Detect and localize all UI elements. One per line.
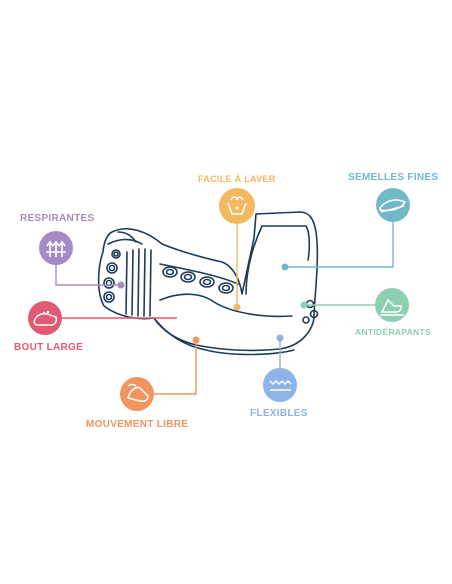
label-mouvement-libre: MOUVEMENT LIBRE — [86, 419, 189, 430]
connector-respirantes — [55, 264, 125, 289]
connector-flexibles — [276, 334, 284, 368]
free-movement-icon — [120, 377, 154, 411]
washing-hands-icon — [219, 188, 255, 224]
flexible-icon — [263, 368, 297, 402]
label-respirantes: RESPIRANTES — [20, 213, 95, 224]
label-antiderapants: ANTIDÉRAPANTS — [355, 327, 431, 337]
label-flexibles: FLEXIBLES — [250, 408, 308, 419]
label-semelles-fines: SEMELLES FINES — [348, 172, 439, 183]
connector-semelles-fines — [281, 222, 394, 271]
breathable-icon — [39, 231, 73, 265]
label-facile-a-laver: FACILE À LAVER — [198, 174, 276, 184]
connector-mouvement-libre — [154, 336, 200, 395]
connector-facile-a-laver — [233, 224, 241, 311]
wide-toe-icon — [28, 301, 62, 335]
non-slip-icon — [375, 288, 409, 322]
label-bout-large: BOUT LARGE — [14, 342, 84, 353]
shoe-illustration — [97, 211, 319, 356]
connector-antiderapants — [300, 301, 376, 309]
thin-sole-icon — [376, 188, 410, 222]
